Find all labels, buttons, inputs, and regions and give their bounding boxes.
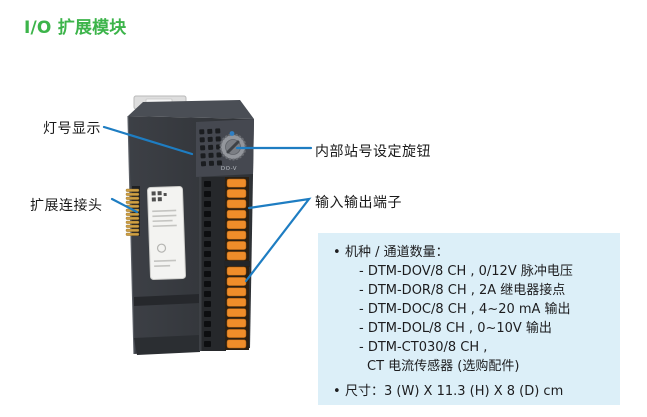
spec-model-item-1: - DTM-DOV/8 CH , 0/12V 脉冲电压 — [359, 264, 573, 279]
terminal-strip — [199, 177, 226, 351]
page-title: I/O 扩展模块 — [24, 18, 127, 38]
terminal-block-upper — [225, 177, 249, 262]
spec-dimensions: 尺寸：3 (W) X 11.3 (H) X 8 (D) cm — [332, 382, 612, 401]
knob-slot — [226, 140, 240, 154]
callout-connector-label: 扩展连接头 — [30, 198, 103, 214]
callout-line-connector — [110, 197, 139, 214]
callout-led-display-label: 灯号显示 — [43, 121, 101, 137]
spec-model-item-3: - DTM-DOC/8 CH , 4~20 mA 输出 — [359, 302, 571, 317]
terminal-block-lower — [225, 266, 249, 350]
callout-knob-label: 内部站号设定旋钮 — [315, 144, 431, 160]
spec-model-continuation: CT 电流传感器 (选购配件) — [367, 359, 520, 374]
device-groove — [134, 294, 200, 306]
terminal-gap — [224, 261, 250, 267]
spec-model-item-5: - DTM-CT030/8 CH , — [359, 340, 488, 355]
device-top-face — [128, 100, 254, 119]
knob-pointer — [229, 131, 235, 136]
device-foot — [134, 335, 200, 355]
product-label — [147, 186, 186, 280]
callout-line-led — [102, 125, 194, 156]
knob-model-text: DO-V — [221, 166, 237, 172]
spec-box: 机种 / 通道数量： - DTM-DOV/8 CH , 0/12V 脉冲电压 -… — [318, 233, 620, 405]
spec-model-item-4: - DTM-DOL/8 CH , 0~10V 输出 — [359, 321, 552, 336]
callout-line-terminals — [244, 197, 312, 283]
spec-model-item-2: - DTM-DOR/8 CH , 2A 继电器接点 — [359, 283, 566, 298]
callout-terminals-label: 输入输出端子 — [315, 195, 402, 211]
spec-models-heading: 机种 / 通道数量： — [332, 243, 612, 262]
qr-code — [151, 191, 167, 202]
